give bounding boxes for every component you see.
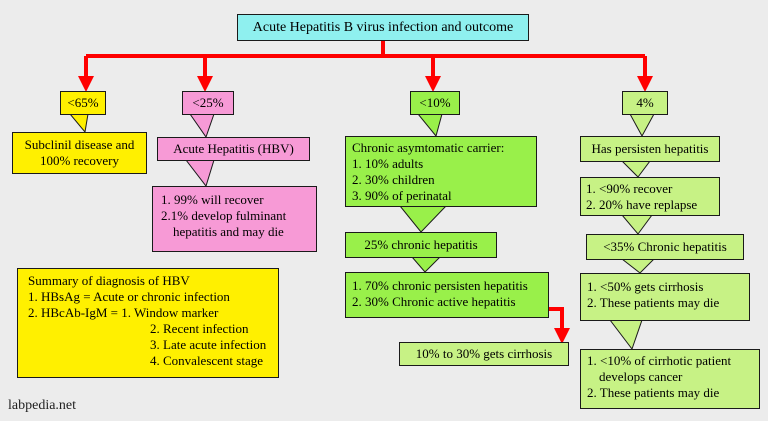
text-line: 1. <90% recover [586, 181, 673, 196]
carrier-chronic-hepatitis: 25% chronic hepatitis [345, 232, 497, 258]
tail-persistent [629, 113, 655, 138]
summary-line: 3. Late acute infection [150, 337, 267, 352]
pct-persistent: 4% [622, 91, 668, 115]
text-line: 1. 99% will recover [161, 192, 264, 207]
text-line: 2. 20% have replapse [586, 197, 698, 212]
text-line: 100% recovery [39, 153, 120, 168]
tail-acute [189, 113, 215, 139]
summary-line: 1. HBsAg = Acute or chronic infection [28, 289, 230, 304]
outcome-acute: Acute Hepatitis (HBV) [157, 137, 310, 161]
persistent-cancer: 1. <10% of cirrhotic patient develops ca… [580, 349, 760, 409]
text-line: 1. 10% adults [352, 156, 424, 171]
pct-acute: <25% [182, 91, 234, 115]
carrier-cirrhosis: 10% to 30% gets cirrhosis [399, 342, 569, 366]
pct-chronic-carrier: <10% [410, 91, 460, 115]
text-line: develops cancer [599, 369, 683, 384]
text-line: 3. 90% of perinatal [352, 188, 452, 203]
tail-recovery-to-chronic [620, 214, 653, 235]
tail-subclinical [68, 113, 89, 134]
text-line: Subclinil disease and [24, 137, 135, 152]
outcome-persistent: Has persisten hepatitis [580, 136, 720, 162]
tail-persistent-to-recovery [620, 160, 651, 178]
site-watermark: labpedia.net [8, 398, 77, 413]
text-line: 2. 30% Chronic active hepatitis [352, 294, 516, 309]
text-line: 2. 30% children [352, 172, 435, 187]
text-line: hepatitis and may die [173, 224, 284, 239]
tail-chronic-to-types [410, 256, 442, 273]
text-line: 2.1% develop fulminant [161, 208, 287, 223]
persistent-chronic-hepatitis: <35% Chronic hepatitis [586, 234, 744, 260]
outcome-subclinical: Subclinil disease and 100% recovery [12, 132, 147, 174]
text-line: 1. 70% chronic persisten hepatitis [352, 278, 528, 293]
tail-chronic-carrier [416, 113, 443, 138]
summary-line: 4. Convalescent stage [150, 353, 263, 368]
callout-tails [68, 113, 656, 351]
chronic-hepatitis-types: 1. 70% chronic persisten hepatitis 2. 30… [345, 272, 549, 318]
acute-details: 1. 99% will recover 2.1% develop fulmina… [152, 186, 317, 252]
summary-line: 2. HBcAb-IgM = 1. Window marker [28, 305, 219, 320]
summary-heading: Summary of diagnosis of HBV [28, 273, 190, 288]
text-line: 2. These patients may die [587, 295, 720, 310]
diagnosis-summary: Summary of diagnosis of HBV 1. HBsAg = A… [17, 268, 279, 378]
outcome-chronic-carrier: Chronic asymtomatic carrier: 1. 10% adul… [345, 136, 537, 207]
text-line: Chronic asymtomatic carrier: [352, 140, 505, 155]
pct-subclinical: <65% [60, 91, 106, 115]
summary-line: 2. Recent infection [150, 321, 249, 336]
tail-cirrhosis-to-cancer [608, 319, 643, 351]
tail-chronic-to-cirrhosis [620, 258, 656, 274]
tail-acute-details [184, 159, 215, 188]
persistent-cirrhosis: 1. <50% gets cirrhosis 2. These patients… [580, 273, 750, 321]
text-line: 1. <10% of cirrhotic patient [587, 353, 732, 368]
text-line: 1. <50% gets cirrhosis [587, 279, 704, 294]
text-line: 2. These patients may die [587, 385, 720, 400]
persistent-recovery: 1. <90% recover 2. 20% have replapse [580, 177, 720, 216]
diagram-title: Acute Hepatitis B virus infection and ou… [237, 14, 529, 41]
tail-carrier-to-chronic [398, 205, 448, 233]
